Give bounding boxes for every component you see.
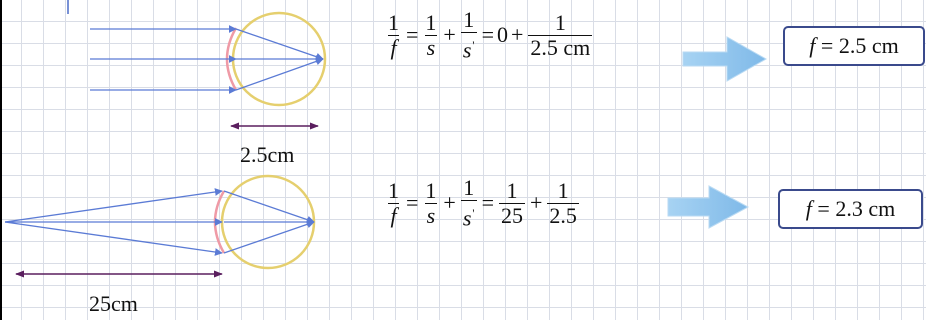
frac-1-over-f: 1 f (388, 177, 399, 228)
top-ray-3-refracted (235, 57, 324, 91)
frac-1-over-s-prime: 1 s' (460, 175, 477, 231)
frac-1-over-s-prime: 1 s' (460, 7, 477, 63)
bottom-dimension-label: 25cm (89, 291, 138, 316)
frac-1-over-s: 1 s (424, 177, 438, 228)
frac-1-over-f: 1 f (388, 9, 399, 60)
frac-1-over-distance: 1 2.5 cm (528, 9, 593, 60)
top-block-arrow (682, 36, 768, 82)
bottom-ray-3-incoming (4, 221, 223, 256)
frac-1-over-25: 1 25 (499, 177, 525, 228)
bottom-ray-1-refracted (223, 190, 315, 224)
bottom-lens-equation: 1 f = 1 s + 1 s' = 1 25 + 1 2.5 (388, 175, 579, 231)
frac-1-over-s: 1 s (424, 9, 438, 60)
bottom-result-box: f = 2.3 cm (778, 189, 923, 229)
bottom-block-arrow (667, 185, 750, 229)
top-result-box: f = 2.5 cm (783, 26, 925, 66)
left-border (0, 0, 2, 320)
bottom-ray-3-refracted (223, 220, 315, 254)
top-ray-1-refracted (235, 28, 324, 61)
top-lens-equation: 1 f = 1 s + 1 s' = 0 + 1 2.5 cm (388, 7, 593, 63)
top-dimension-label: 2.5cm (240, 142, 295, 167)
bottom-ray-1-incoming (4, 188, 223, 223)
frac-1-over-2-5: 1 2.5 (547, 177, 579, 228)
